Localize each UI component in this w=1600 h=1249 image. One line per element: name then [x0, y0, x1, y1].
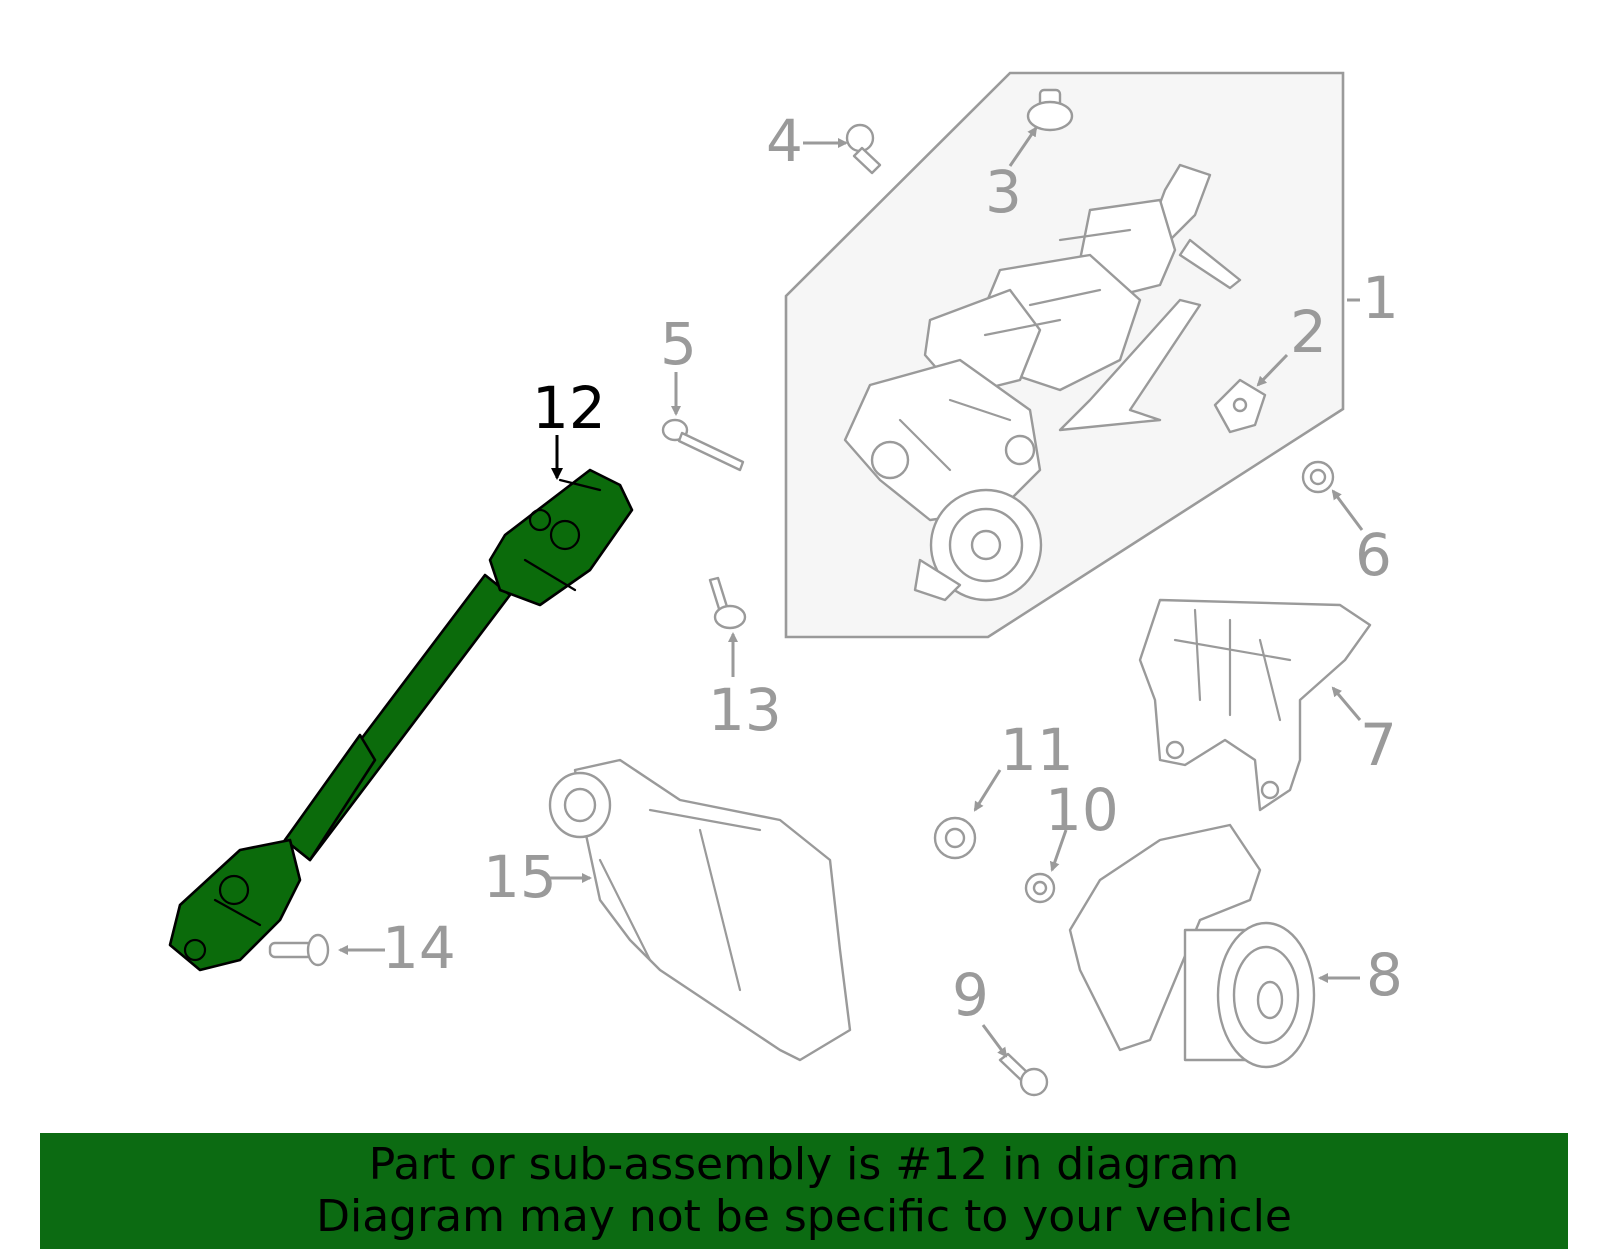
- bolt-part-4: [845, 123, 882, 175]
- banner-line-1: Part or sub-assembly is #12 in diagram: [368, 1139, 1240, 1190]
- gear-part-11: [933, 816, 977, 860]
- leader-7: [1331, 686, 1362, 721]
- callout-13: 13: [708, 676, 782, 744]
- cover-part-15: [548, 758, 852, 1062]
- leader-3: [1008, 126, 1038, 167]
- nut-part-6: [1301, 460, 1335, 494]
- steering-column-part: [843, 163, 1242, 602]
- callout-9: 9: [952, 961, 989, 1029]
- bracket-part-7: [1138, 598, 1372, 812]
- callout-2: 2: [1290, 298, 1327, 366]
- gear-part-10: [1024, 872, 1056, 904]
- callout-8: 8: [1366, 941, 1403, 1009]
- leader-6: [1331, 489, 1364, 531]
- bolt-part-9: [998, 1052, 1049, 1097]
- leader-11: [973, 769, 1002, 812]
- callout-12: 12: [532, 374, 606, 442]
- intermediate-shaft-part-12: [168, 468, 634, 972]
- bolt-part-13: [708, 576, 747, 630]
- callout-10: 10: [1045, 776, 1119, 844]
- bolt-part-14: [268, 933, 330, 967]
- callout-6: 6: [1355, 521, 1392, 589]
- callout-15: 15: [483, 843, 557, 911]
- callout-5: 5: [660, 310, 697, 378]
- banner-line-2: Diagram may not be specific to your vehi…: [316, 1191, 1292, 1242]
- callout-4: 4: [766, 107, 803, 175]
- leader-10: [1049, 829, 1068, 872]
- callout-14: 14: [382, 914, 456, 982]
- info-banner: Part or sub-assembly is #12 in diagram D…: [40, 1133, 1568, 1249]
- leader-2: [1256, 353, 1289, 387]
- bolt-part-3: [1026, 88, 1074, 132]
- callout-7: 7: [1360, 711, 1397, 779]
- callout-1: 1: [1362, 264, 1399, 332]
- bolt-part-5: [661, 418, 745, 472]
- callout-11: 11: [1000, 716, 1074, 784]
- callout-3: 3: [985, 158, 1022, 226]
- leader-9: [981, 1024, 1008, 1058]
- motor-part-8: [1068, 823, 1316, 1069]
